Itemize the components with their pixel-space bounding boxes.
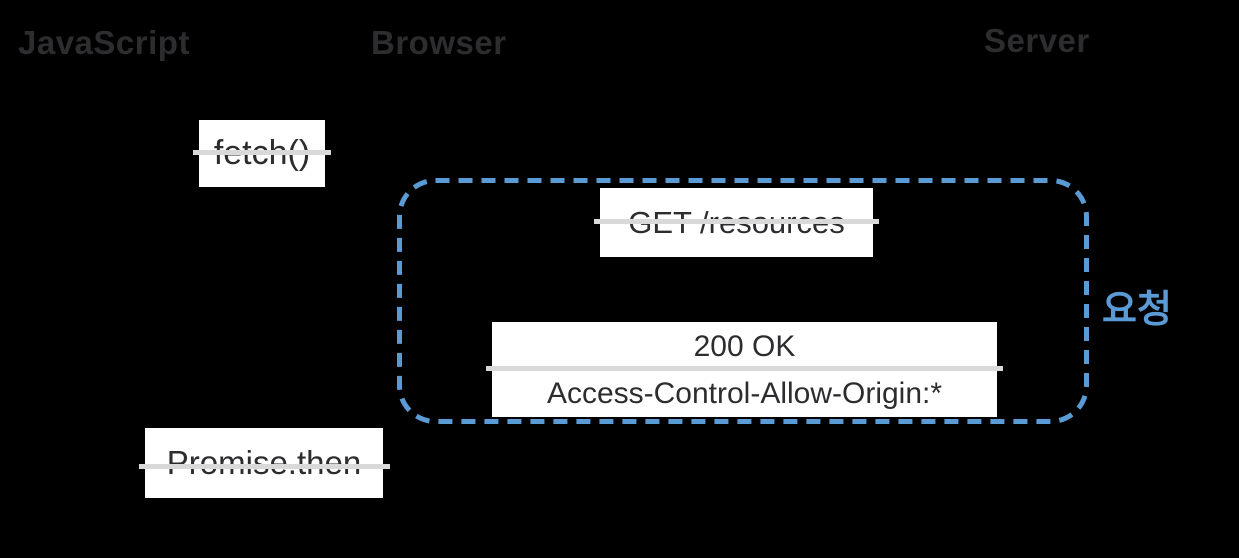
lane-label-javascript: JavaScript	[18, 24, 190, 61]
promise-arrow-line	[139, 464, 390, 469]
response-arrow-line	[486, 366, 1003, 371]
promise-message-label: Promise.then	[166, 444, 362, 481]
request-arrow-line	[594, 219, 879, 224]
lane-label-server: Server	[984, 22, 1090, 59]
request-group-border	[397, 178, 1089, 424]
response-header-label: Access-Control-Allow-Origin:*	[546, 376, 943, 410]
response-status-label: 200 OK	[693, 329, 796, 363]
promise-message-box: Promise.then	[145, 428, 383, 498]
lane-label-browser: Browser	[371, 24, 507, 61]
fetch-arrow-line	[193, 150, 331, 155]
request-group-label: 요청	[1102, 289, 1172, 331]
